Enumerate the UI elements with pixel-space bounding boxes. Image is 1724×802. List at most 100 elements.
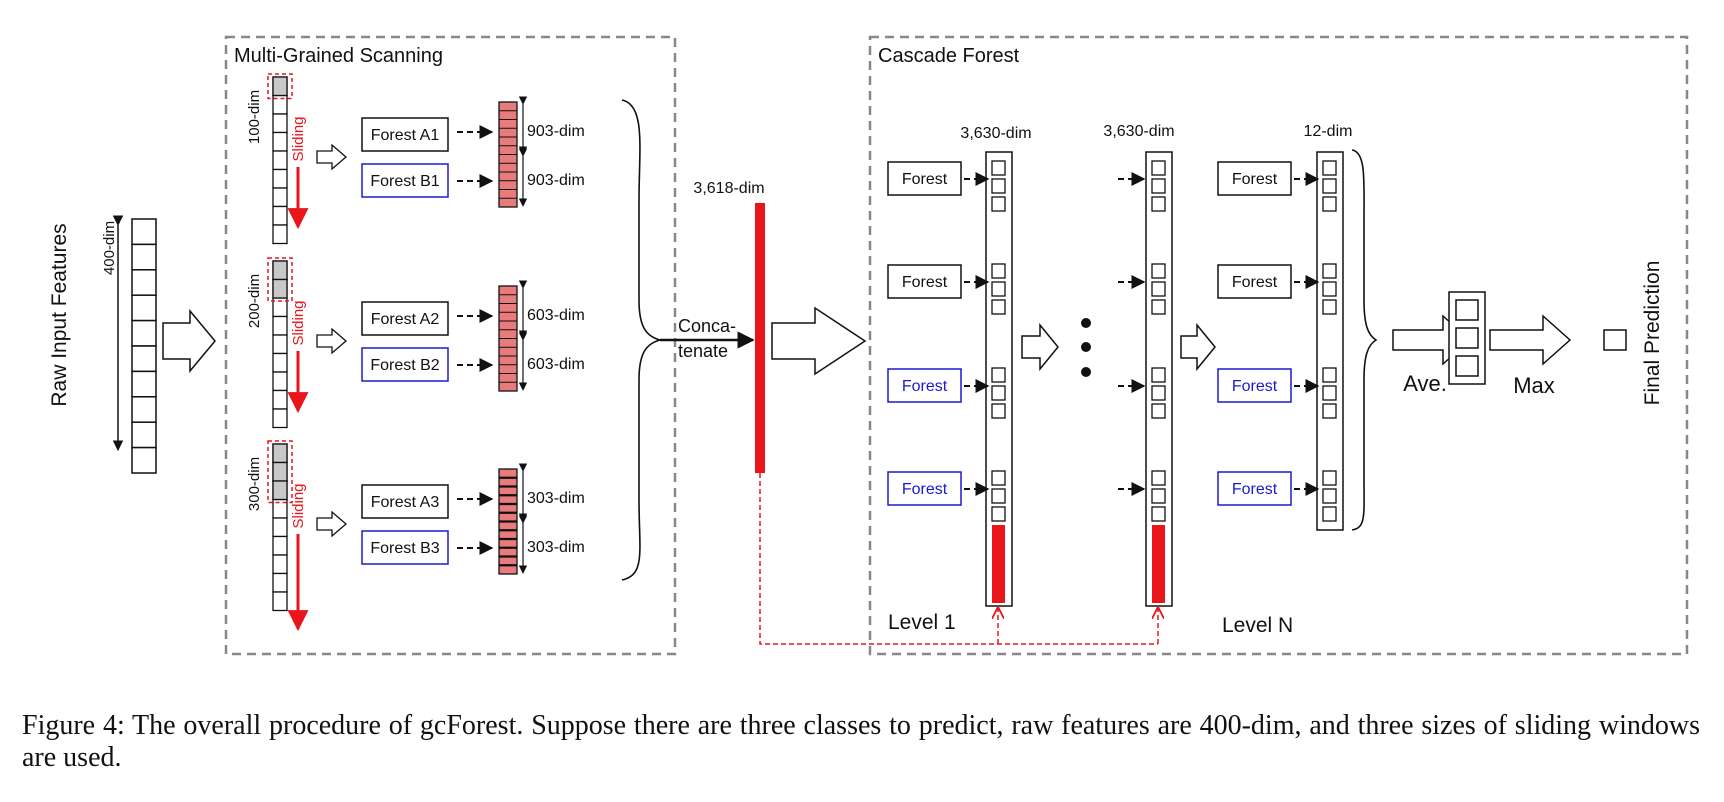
cascade-forest-box	[1217, 368, 1292, 403]
class-prob-cell	[1151, 178, 1166, 194]
window-shaded-cell	[272, 443, 288, 464]
concat-brace	[621, 99, 664, 581]
class-prob-cell	[1151, 281, 1166, 297]
levelmid-column	[1145, 151, 1173, 607]
forest-b-label: Forest B2	[370, 357, 439, 374]
window-cell	[272, 535, 288, 556]
window-cell	[272, 352, 288, 373]
class-prob-cell	[1322, 506, 1337, 522]
feed-line-to-levels	[759, 473, 1158, 645]
hollow-arrow-window	[316, 510, 347, 538]
forest-b-box	[361, 163, 449, 198]
class-prob-cell	[991, 470, 1006, 486]
forest-a-box	[361, 484, 449, 519]
window-cell	[272, 572, 288, 593]
class-prob-cell	[991, 367, 1006, 383]
ellipsis-dot-2	[1081, 342, 1091, 352]
output-a-dim: 903-dim	[527, 123, 585, 140]
sliding-window-box	[267, 257, 293, 302]
cascade-forest-label: Forest	[902, 481, 948, 498]
cascade-forest-box	[887, 264, 962, 299]
mgs-box	[224, 35, 677, 656]
average-label: Ave.	[1403, 371, 1447, 396]
window-shaded-cell	[272, 461, 288, 482]
raw-input-title: Raw Input Features	[48, 223, 71, 406]
final-output-box	[1603, 329, 1627, 351]
hollow-arrow-level1-to-dots	[1021, 322, 1059, 372]
class-prob-cell	[1322, 263, 1337, 279]
concat-dim-label: 3,618-dim	[693, 180, 764, 197]
raw-input-cell	[131, 446, 157, 474]
sliding-window-box	[267, 73, 293, 100]
class-prob-cell	[1151, 506, 1166, 522]
output-b-dim: 303-dim	[527, 539, 585, 556]
class-prob-cell	[991, 403, 1006, 419]
window-cell	[272, 334, 288, 355]
window-dim-label: 100-dim	[246, 90, 263, 144]
forest-b-box	[361, 530, 449, 565]
class-prob-cell	[1322, 488, 1337, 504]
class-prob-cell	[1151, 160, 1166, 176]
figure-caption: Figure 4: The overall procedure of gcFor…	[22, 710, 1700, 773]
class-prob-cell	[991, 281, 1006, 297]
raw-input-cell	[131, 218, 157, 246]
class-prob-cell	[1151, 488, 1166, 504]
window-cell	[272, 150, 288, 171]
cascade-forest-box	[887, 471, 962, 506]
forest-a-label: Forest A2	[371, 311, 440, 328]
cascade-forest-box	[1217, 264, 1292, 299]
forest-a-label: Forest A3	[371, 494, 440, 511]
window-cell	[272, 168, 288, 189]
cascade-forest-label: Forest	[1232, 378, 1278, 395]
class-prob-cell	[1322, 160, 1337, 176]
hollow-arrow-window	[316, 143, 347, 171]
window-cell	[272, 371, 288, 392]
final-prediction-label: Final Prediction	[1641, 261, 1664, 406]
class-prob-cell	[1151, 196, 1166, 212]
window-dim-label: 300-dim	[246, 457, 263, 511]
raw-input-cell	[131, 345, 157, 373]
raw-input-vector	[131, 218, 157, 474]
class-prob-cell	[991, 196, 1006, 212]
averaged-vector	[1448, 291, 1486, 385]
cascade-forest-box	[1217, 471, 1292, 506]
concat-red-vector	[755, 203, 765, 473]
levelN-dim-label: 12-dim	[1304, 123, 1353, 140]
class-prob-cell	[1151, 299, 1166, 315]
cascade-forest-label: Forest	[1232, 274, 1278, 291]
concat-label-1: Conca-	[678, 316, 736, 336]
raw-input-cell	[131, 319, 157, 347]
forest-a-label: Forest A1	[371, 127, 440, 144]
level1-column	[985, 151, 1013, 607]
cascade-title: Cascade Forest	[878, 45, 1020, 67]
hollow-arrow-dots-to-levelmid	[1180, 322, 1216, 372]
raw-input-dim: 400-dim	[101, 221, 118, 275]
window-cell	[272, 389, 288, 410]
ellipsis-dot-3	[1081, 367, 1091, 377]
sliding-label: Sliding	[290, 483, 307, 528]
window-cell	[272, 591, 288, 612]
sliding-label: Sliding	[290, 300, 307, 345]
cascade-forest-box	[887, 368, 962, 403]
max-label: Max	[1513, 373, 1555, 398]
cascade-forest-label: Forest	[902, 171, 948, 188]
class-prob-cell	[991, 385, 1006, 401]
class-prob-cell	[1151, 385, 1166, 401]
hollow-arrow-max	[1489, 314, 1572, 366]
class-prob-cell	[1322, 299, 1337, 315]
raw-input-cell	[131, 421, 157, 449]
window-cell	[272, 113, 288, 134]
concat-feature-segment	[1152, 525, 1165, 603]
cascade-box	[868, 35, 1689, 656]
class-prob-cell	[1322, 178, 1337, 194]
ellipsis-dot-1	[1081, 318, 1091, 328]
hollow-arrow-concat-to-cascade	[771, 306, 867, 376]
class-prob-cell	[991, 506, 1006, 522]
window-cell	[272, 517, 288, 538]
cascade-forest-label: Forest	[902, 378, 948, 395]
window-cell	[272, 315, 288, 336]
cascade-levels: ForestForestForestForestForestForestFore…	[887, 151, 1344, 607]
